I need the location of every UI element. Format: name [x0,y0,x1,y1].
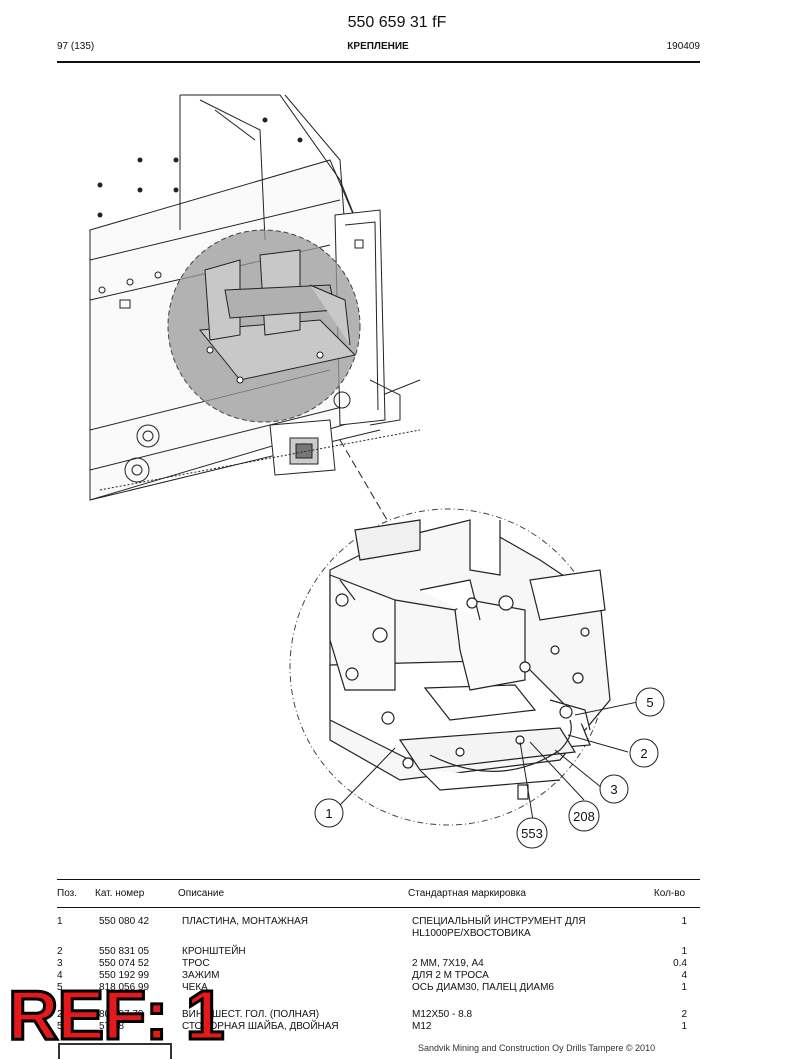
row-cat: 808 07 79 [99,1009,144,1020]
row-std-continued: HL1000PE/ХВОСТОВИКА [412,928,531,939]
callout-3 [599,774,629,804]
detail-parts [329,519,611,800]
header-rule [57,61,700,63]
document-number: 550 659 31 fF [347,14,447,31]
row-cat: 550 080 42 [99,916,150,927]
document-date: 190409 [666,41,700,52]
detail-leader [339,439,391,526]
row-cat: 818 056 99 [99,982,150,993]
row-std: M12X50 - 8.8 [412,1009,473,1020]
row-std: 2 ММ, 7Х19, А4 [412,958,484,969]
row-pos: 20 [57,1009,69,1020]
row-desc: ТРОС [182,958,210,969]
section-title: КРЕПЛЕНИЕ [347,41,409,52]
col-header-pos: Поз. [57,888,77,899]
row-desc: КРОНШТЕЙН [182,946,246,957]
callout-leaders [339,701,639,821]
ref-stamp: REF: 1 [7,976,227,1054]
row-qty: 4 [681,970,687,981]
callout-label-208: 208 [573,809,595,824]
row-qty: 1 [681,916,687,927]
row-cat: 57 08 [99,1021,125,1032]
sandvik-logo [58,1043,172,1059]
row-desc: ВИНТ ШЕСТ. ГОЛ. (ПОЛНАЯ) [182,1009,320,1020]
callout-label-1: 1 [325,806,332,821]
row-cat: 550 074 52 [99,958,150,969]
row-pos: 2 [57,946,63,957]
row-desc: ПЛАСТИНА, МОНТАЖНАЯ [182,916,308,927]
row-qty: 0.4 [673,958,687,969]
row-qty: 2 [681,1009,687,1020]
row-std: M12 [412,1021,432,1032]
row-desc: СТОПОРНАЯ ШАЙБА, ДВОЙНАЯ [182,1021,339,1032]
callout-label-2: 2 [640,746,647,761]
row-pos: 3 [57,958,63,969]
row-qty: 1 [681,946,687,957]
table-top-rule [57,879,700,880]
callout-label-5: 5 [646,695,653,710]
row-std: ОСЬ ДИАМ30, ПАЛЕЦ ДИАМ6 [412,982,554,993]
col-header-std: Стандартная маркировка [408,888,526,899]
callout-label-3: 3 [610,782,617,797]
table-header-rule [57,907,700,908]
row-pos: 4 [57,970,63,981]
footer-copyright: Sandvik Mining and Construction Oy Drill… [418,1043,656,1053]
assembly-drawing: 5 2 3 208 553 1 [89,94,665,849]
callout-208 [568,800,600,832]
row-cat: 550 831 05 [99,946,150,957]
row-std: ДЛЯ 2 М ТРОСА [412,970,489,981]
row-pos: 1 [57,916,63,927]
callout-1 [314,798,344,828]
col-header-desc: Описание [178,888,225,899]
row-pos: 55 [57,1021,69,1032]
callout-bubbles [314,687,665,849]
row-desc: ЗАЖИМ [182,970,220,981]
col-header-qty: Кол-во [653,888,685,899]
page-number: 97 (135) [57,41,95,52]
callout-553 [516,817,548,849]
callout-5 [635,687,665,717]
callout-2 [629,738,659,768]
callout-label-553: 553 [521,826,543,841]
row-qty: 1 [681,1021,687,1032]
row-pos: 5 [57,982,63,993]
row-std: СПЕЦИАЛЬНЫЙ ИНСТРУМЕНТ ДЛЯ [412,916,586,927]
row-qty: 1 [681,982,687,993]
highlighted-parts [199,249,357,384]
row-desc: ЧЕКА [182,982,208,993]
row-cat: 550 192 99 [99,970,150,981]
col-header-cat: Кат. номер [95,888,145,899]
